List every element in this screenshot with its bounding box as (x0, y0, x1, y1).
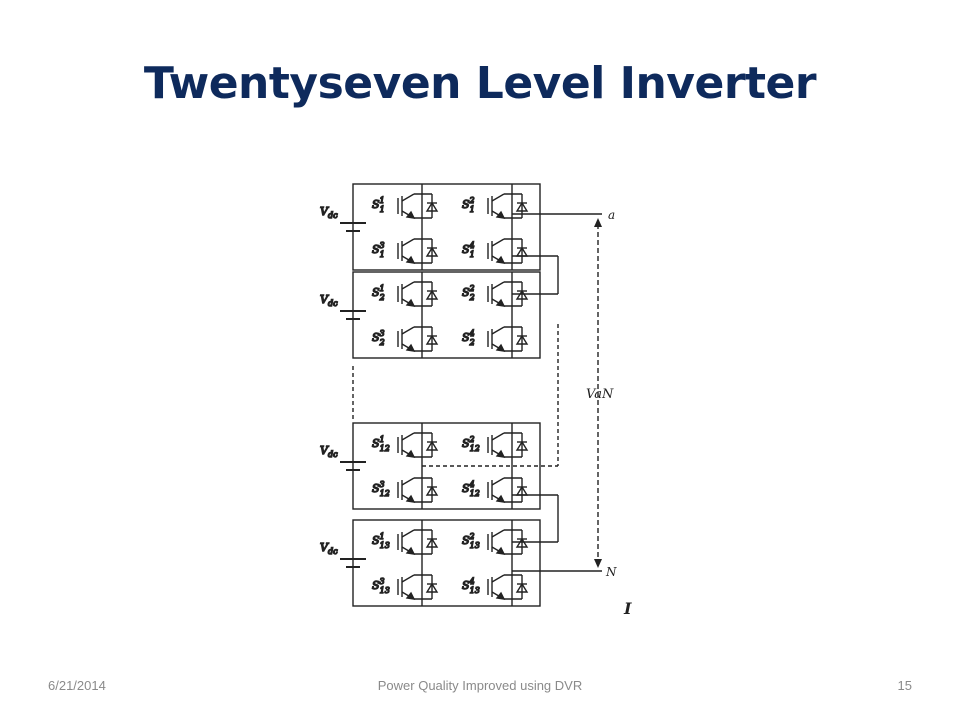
switch-0-3-collector (491, 238, 505, 247)
output-label-a: a (608, 208, 615, 222)
cell-1-frame (352, 271, 541, 359)
switch-3-1-diode-triangle (515, 537, 529, 548)
switch-1-1-arrow (495, 298, 506, 307)
footer-title: Power Quality Improved using DVR (377, 678, 583, 693)
switch-3-2-collector (401, 574, 415, 583)
switch-3-1-collector (491, 529, 505, 538)
switch-2-0-arrow (405, 449, 416, 458)
switch-1-2-arrow (405, 343, 416, 352)
switch-0-1-collector (491, 193, 505, 202)
switch-1-3-collector (491, 326, 505, 335)
switch-2-0-diode-triangle (425, 440, 439, 451)
switch-3-3-arrow (495, 591, 506, 600)
switch-1-0-diode-triangle (425, 289, 439, 300)
footer-page-number: 15 (897, 678, 912, 693)
switch-2-1-collector (491, 432, 505, 441)
switch-0-0-diode-triangle (425, 201, 439, 212)
switch-3-3-diode-triangle (515, 582, 529, 593)
switch-2-3-arrow (495, 494, 506, 503)
cell-0-frame (352, 183, 541, 271)
switch-3-0-collector (401, 529, 415, 538)
cell-2-source-label: Vdc (320, 444, 338, 459)
cell-3-source-label: Vdc (320, 541, 338, 556)
switch-0-0-collector (401, 193, 415, 202)
switch-0-1-arrow (495, 210, 506, 219)
van-arrow-head-down (594, 559, 602, 568)
slide-title: Twentyseven Level Inverter (143, 58, 817, 109)
switch-2-1-diode-triangle (515, 440, 529, 451)
cell-1-source-label: Vdc (320, 293, 338, 308)
switch-0-0-arrow (405, 210, 416, 219)
switch-1-1-collector (491, 281, 505, 290)
output-label-n: N (605, 565, 617, 579)
output-voltage-label: VaN (586, 387, 614, 402)
switch-2-2-arrow (405, 494, 416, 503)
switch-1-2-diode-triangle (425, 334, 439, 345)
switch-1-3-arrow (495, 343, 506, 352)
switch-2-1-arrow (495, 449, 506, 458)
switch-2-0-collector (401, 432, 415, 441)
switch-0-2-diode-triangle (425, 246, 439, 257)
van-arrow-head-up (594, 218, 602, 227)
switch-3-1-arrow (495, 546, 506, 555)
switch-0-1-diode-triangle (515, 201, 529, 212)
switch-2-2-collector (401, 477, 415, 486)
switch-0-3-arrow (495, 255, 506, 264)
cell-3-frame (352, 519, 541, 607)
switch-0-2-collector (401, 238, 415, 247)
switch-3-2-arrow (405, 591, 416, 600)
switch-3-2-diode-triangle (425, 582, 439, 593)
switch-1-0-collector (401, 281, 415, 290)
switch-3-0-diode-triangle (425, 537, 439, 548)
switch-3-0-arrow (405, 546, 416, 555)
switch-3-3-collector (491, 574, 505, 583)
switch-0-2-arrow (405, 255, 416, 264)
cell-2-frame (352, 422, 541, 510)
switch-2-2-diode-triangle (425, 485, 439, 496)
switch-1-2-collector (401, 326, 415, 335)
switch-1-0-arrow (405, 298, 416, 307)
switch-1-1-diode-triangle (515, 289, 529, 300)
cursor-mark: I (623, 599, 632, 618)
footer-date: 6/21/2014 (48, 678, 106, 693)
switch-2-3-collector (491, 477, 505, 486)
cell-0-source-label: Vdc (320, 205, 338, 220)
switch-1-3-diode-triangle (515, 334, 529, 345)
